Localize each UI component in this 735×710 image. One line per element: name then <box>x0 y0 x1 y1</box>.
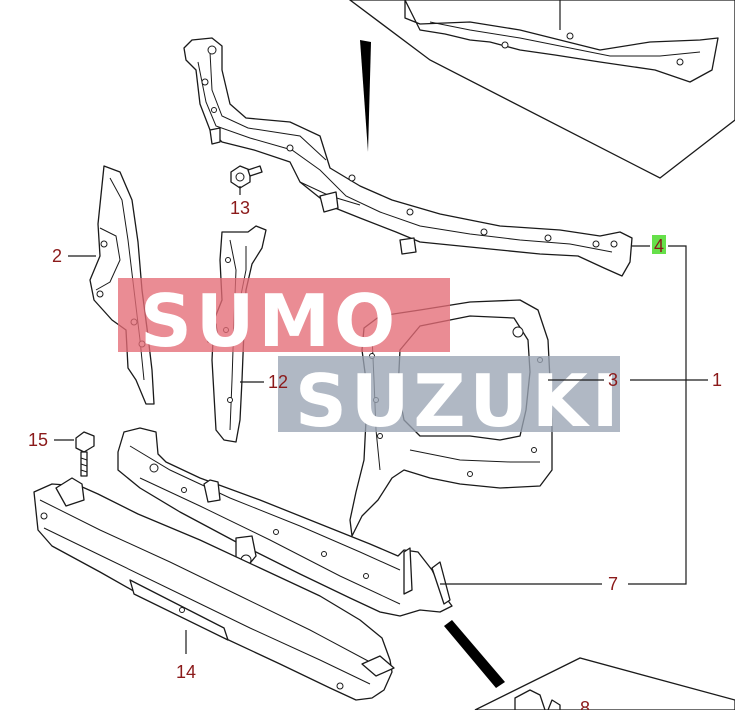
callout-4: 4 <box>654 236 664 256</box>
reinforcement-part-14 <box>33 477 395 701</box>
lower-member-part-7 <box>117 427 453 617</box>
watermark-top-bar <box>118 278 450 352</box>
direction-arrow-up <box>360 40 371 152</box>
callout-12: 12 <box>268 372 288 392</box>
watermark-text-suzuki: SUZUKI <box>295 359 623 443</box>
callout-14: 14 <box>176 662 196 682</box>
callout-4-highlight <box>652 235 666 254</box>
callout-1: 1 <box>712 370 722 390</box>
watermark-text-sumo: SUMO <box>140 279 399 363</box>
callout-8: 8 <box>580 698 590 710</box>
upper-member-part-4 <box>183 37 633 277</box>
bolt-part-13 <box>230 165 263 189</box>
direction-arrow-down <box>444 620 505 688</box>
bolt-part-15 <box>75 431 95 477</box>
reference-panel-bottom <box>474 657 735 710</box>
callout-7: 7 <box>608 574 618 594</box>
callout-15: 15 <box>28 430 48 450</box>
watermark-bottom-bar <box>278 356 620 432</box>
leader-lines <box>54 186 708 654</box>
callout-3: 3 <box>608 370 618 390</box>
callout-2: 2 <box>52 246 62 266</box>
callout-13: 13 <box>230 198 250 218</box>
watermark: SUMO SUZUKI <box>118 278 623 443</box>
reference-panel-top <box>348 0 735 179</box>
